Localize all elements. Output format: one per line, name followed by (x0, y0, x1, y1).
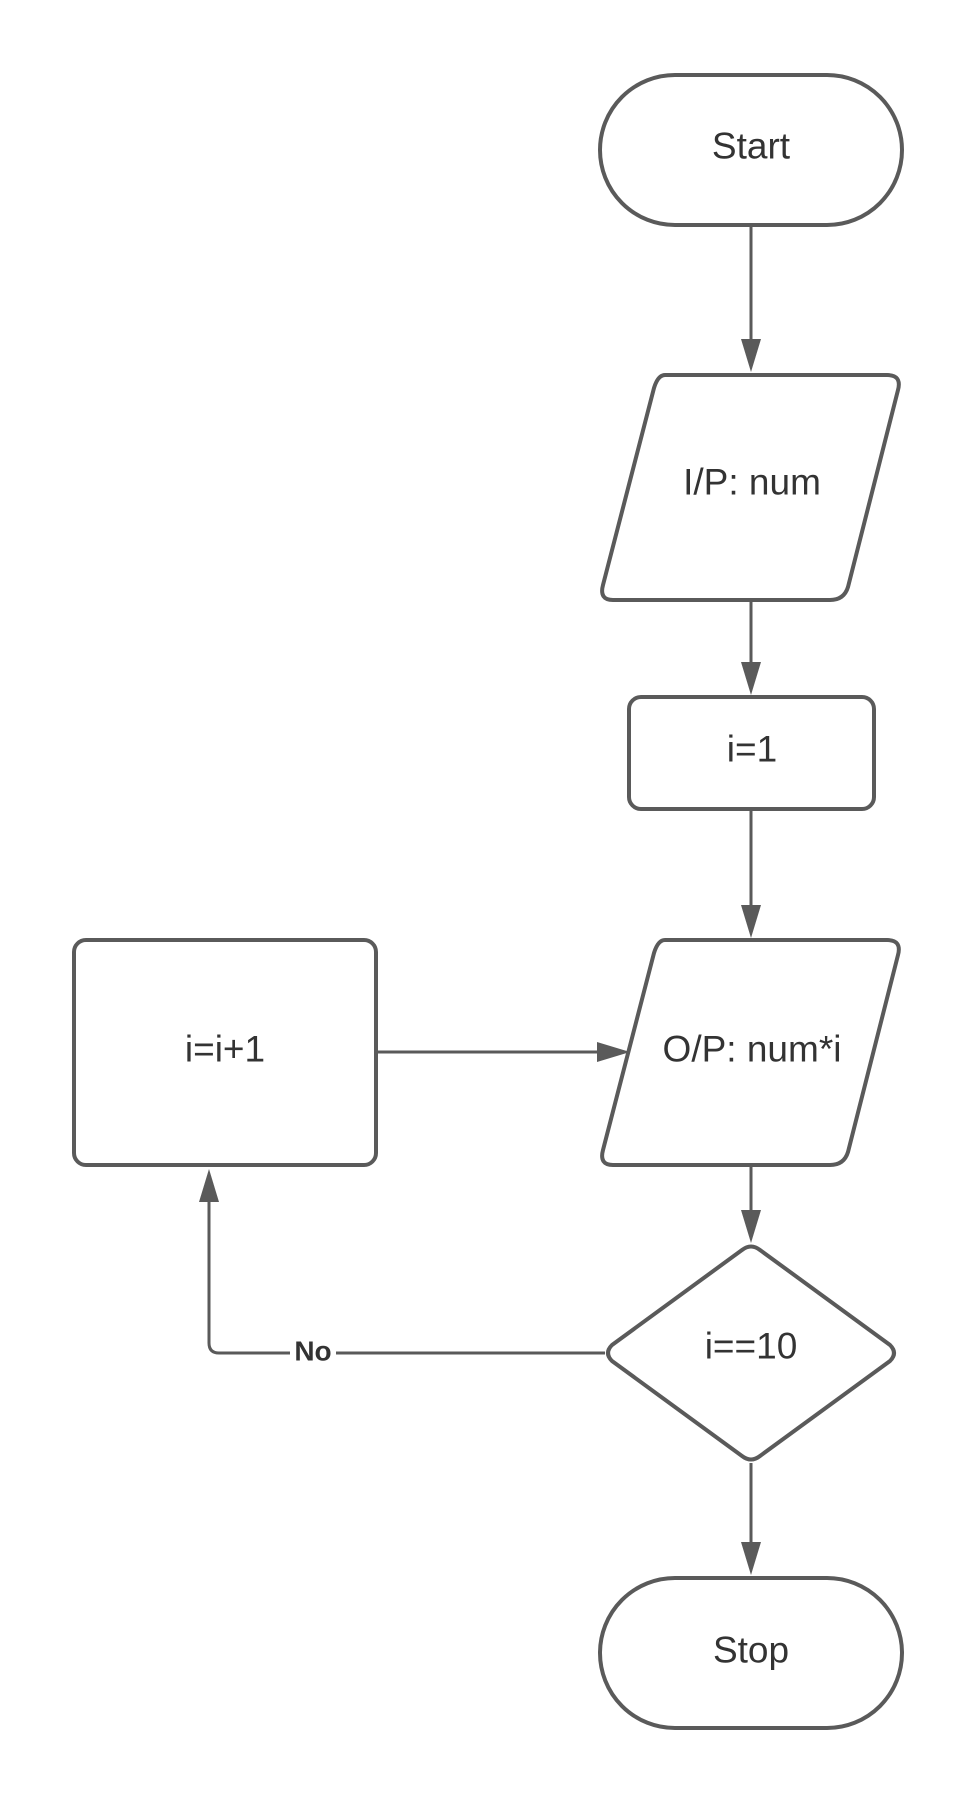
input-parallelogram-shape (600, 373, 901, 602)
decision-label: i==10 (705, 1326, 798, 1367)
input-label: I/P: num (683, 462, 821, 503)
start-label: Start (712, 126, 791, 167)
arrowhead-decision-to-stop (741, 1542, 761, 1575)
connector-decision-no-to-increment (207, 1190, 605, 1355)
arrowhead-output-to-decision (741, 1210, 761, 1243)
arrowhead-increment-to-output (597, 1042, 630, 1062)
increment-process-shape (72, 938, 378, 1167)
init-label: i=1 (727, 729, 777, 770)
output-parallelogram-shape (600, 938, 901, 1167)
start-terminator-shape (598, 73, 904, 227)
no-label-background (290, 1336, 336, 1370)
stop-terminator-shape (598, 1576, 904, 1730)
arrowhead-decision-no-to-increment (199, 1169, 219, 1202)
stop-node: Stop (598, 1576, 904, 1730)
no-label-text: No (294, 1336, 331, 1367)
increment-label: i=i+1 (185, 1029, 265, 1070)
output-label: O/P: num*i (663, 1029, 842, 1070)
no-edge-label: No (290, 1336, 336, 1370)
input-node: I/P: num (600, 373, 901, 602)
arrowhead-start-to-input (741, 339, 761, 372)
init-process-shape (627, 695, 876, 811)
connectors (199, 227, 761, 1575)
init-node: i=1 (627, 695, 876, 811)
arrowhead-input-to-init (741, 662, 761, 695)
decision-diamond-shape (606, 1244, 896, 1462)
stop-label: Stop (713, 1630, 789, 1671)
arrowhead-init-to-output (741, 905, 761, 938)
increment-node: i=i+1 (72, 938, 378, 1167)
output-node: O/P: num*i (600, 938, 901, 1167)
start-node: Start (598, 73, 904, 227)
decision-node: i==10 (606, 1244, 896, 1462)
